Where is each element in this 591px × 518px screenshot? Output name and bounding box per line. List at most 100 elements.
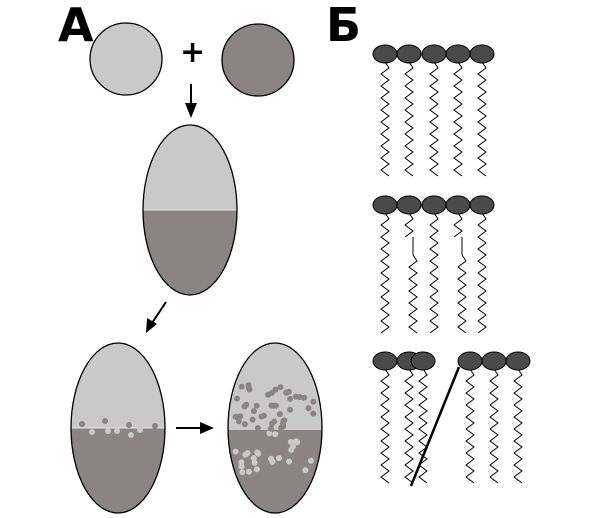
lipid-tail <box>429 212 439 334</box>
particle-dot <box>287 395 294 402</box>
particle-dot <box>246 468 252 475</box>
particle-dot <box>266 430 273 437</box>
particle-dot <box>241 421 248 428</box>
particle-dot <box>254 449 261 456</box>
inserted-chain <box>409 366 461 487</box>
lipid-head <box>410 351 436 371</box>
lipid-tail <box>404 368 414 484</box>
lipid-head <box>421 44 447 64</box>
particle-dot <box>290 443 296 450</box>
particle-dot <box>287 406 294 413</box>
lipid-head <box>457 351 483 371</box>
particle-dot <box>276 411 283 418</box>
emulsion-ellipse <box>228 343 322 513</box>
particle-dot <box>271 418 278 425</box>
panel-label-a: А <box>58 0 94 52</box>
particle-dot <box>308 457 314 464</box>
particle-dot <box>270 402 277 409</box>
particle-dot <box>293 438 300 445</box>
lipid-head <box>505 351 531 371</box>
lipid-tail <box>380 212 390 334</box>
particle-dot <box>243 401 250 408</box>
lipid-tail <box>429 61 439 177</box>
two-phase-ellipse <box>143 125 237 295</box>
particle-dot <box>265 391 272 398</box>
particle-dot <box>258 413 265 420</box>
particle-dot <box>305 405 312 412</box>
particle-dot <box>286 458 293 465</box>
particle-dot <box>232 448 239 455</box>
lipid-tail <box>513 368 523 484</box>
lipid-head <box>469 195 495 215</box>
lipid-head <box>445 195 471 215</box>
particle-dot <box>137 427 143 433</box>
lipid-head <box>421 195 447 215</box>
particle-dot <box>232 413 239 420</box>
particle-dot <box>102 418 108 424</box>
lipid-tail <box>453 212 467 334</box>
particle-dot <box>276 455 282 462</box>
particle-dot <box>89 429 95 435</box>
lipid-head <box>445 44 471 64</box>
particle-dot <box>235 418 242 425</box>
lipid-tail <box>404 61 414 177</box>
lipid-tail <box>453 61 463 177</box>
particle-dot <box>79 421 85 427</box>
particle-dot <box>272 431 279 438</box>
particle-dot <box>238 463 245 470</box>
particle-dot <box>310 398 317 405</box>
lipid-head <box>469 44 495 64</box>
panel-label-b: Б <box>326 0 362 52</box>
particle-dot <box>272 386 279 393</box>
lipid-tail <box>489 368 499 484</box>
emulsion-particles <box>232 382 317 476</box>
lipid-head <box>372 351 398 371</box>
lipid-monolayers <box>372 44 531 487</box>
particle-dot <box>253 402 260 409</box>
particle-dot <box>249 416 256 423</box>
particle-dot <box>310 410 317 417</box>
lipid-head <box>396 44 422 64</box>
particle-dot <box>128 432 134 438</box>
particle-dot <box>269 458 276 465</box>
arrow-down <box>185 84 197 118</box>
particle-dot <box>152 423 158 429</box>
lipid-head <box>372 44 398 64</box>
arrow-right <box>176 422 214 434</box>
particle-dot <box>277 384 284 391</box>
lipid-tail <box>380 368 390 484</box>
particle-dot <box>287 438 294 445</box>
lipid-tail <box>465 368 475 484</box>
lipid-head <box>372 195 398 215</box>
particle-dot <box>239 469 246 476</box>
particle-dot <box>267 425 274 432</box>
plus-sign: + <box>180 35 206 70</box>
lipid-tail <box>380 61 390 177</box>
particle-dot <box>245 382 252 389</box>
particle-dot <box>253 466 260 473</box>
particle-dot <box>254 425 261 431</box>
lipid-tail <box>477 61 487 177</box>
interface-particles <box>79 418 158 438</box>
dark-phase-circle <box>221 23 295 97</box>
arrow-diagonal <box>146 301 167 333</box>
lipid-tail <box>404 212 418 334</box>
particle-dot <box>105 428 111 434</box>
particle-dot <box>251 459 258 466</box>
particle-dot <box>234 395 240 402</box>
particle-dot <box>280 423 287 430</box>
particle-dot <box>250 455 257 462</box>
lipid-head <box>396 195 422 215</box>
particle-dot <box>302 467 309 474</box>
particle-dot <box>238 459 245 466</box>
particle-dot <box>237 413 244 420</box>
particle-dot <box>114 428 120 434</box>
particle-dot <box>283 389 290 396</box>
particle-dot <box>242 451 249 458</box>
particle-dot <box>250 408 257 415</box>
particle-dot <box>296 394 303 400</box>
light-phase-circle <box>89 22 163 96</box>
particle-dot <box>126 422 132 428</box>
particle-dot <box>238 383 245 390</box>
